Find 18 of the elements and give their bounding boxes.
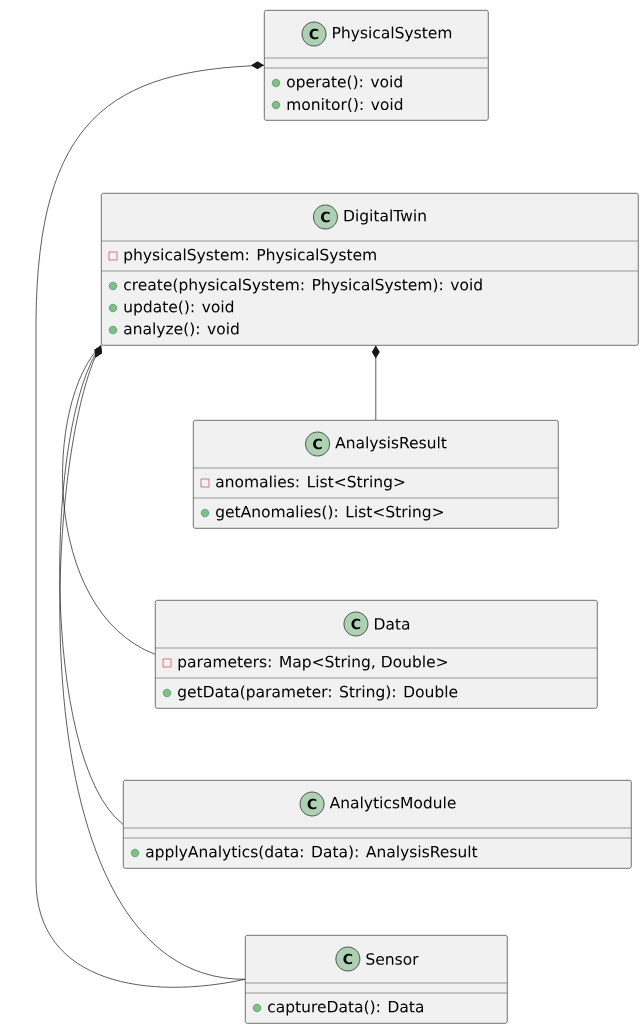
class-name: Sensor	[366, 953, 419, 965]
method-text: analyze(): void	[124, 322, 239, 338]
method-text: getAnomalies(): List<String>	[216, 505, 443, 521]
method-text: applyAnalytics(data: Data): AnalysisResult	[146, 845, 478, 861]
method-text: create(physicalSystem: PhysicalSystem): void	[124, 278, 482, 294]
class-name: DigitalTwin	[344, 209, 426, 225]
class-name: AnalyticsModule	[329, 796, 456, 812]
method-text: update(): void	[124, 300, 234, 316]
method-text: monitor(): void	[287, 98, 403, 112]
class-name: PhysicalSystem	[333, 26, 452, 42]
class-name: AnalysisResult	[335, 436, 447, 452]
method-text: captureData(): Data	[268, 1000, 423, 1016]
attribute-text: parameters: Map<String, Double>	[178, 655, 447, 671]
attribute-text: anomalies: List<String>	[216, 475, 405, 491]
method-text: getData(parameter: String): Double	[178, 685, 458, 701]
method-text: operate(): void	[287, 75, 402, 91]
class-name: Data	[375, 618, 410, 630]
attribute-text: physicalSystem: PhysicalSystem	[124, 248, 376, 264]
